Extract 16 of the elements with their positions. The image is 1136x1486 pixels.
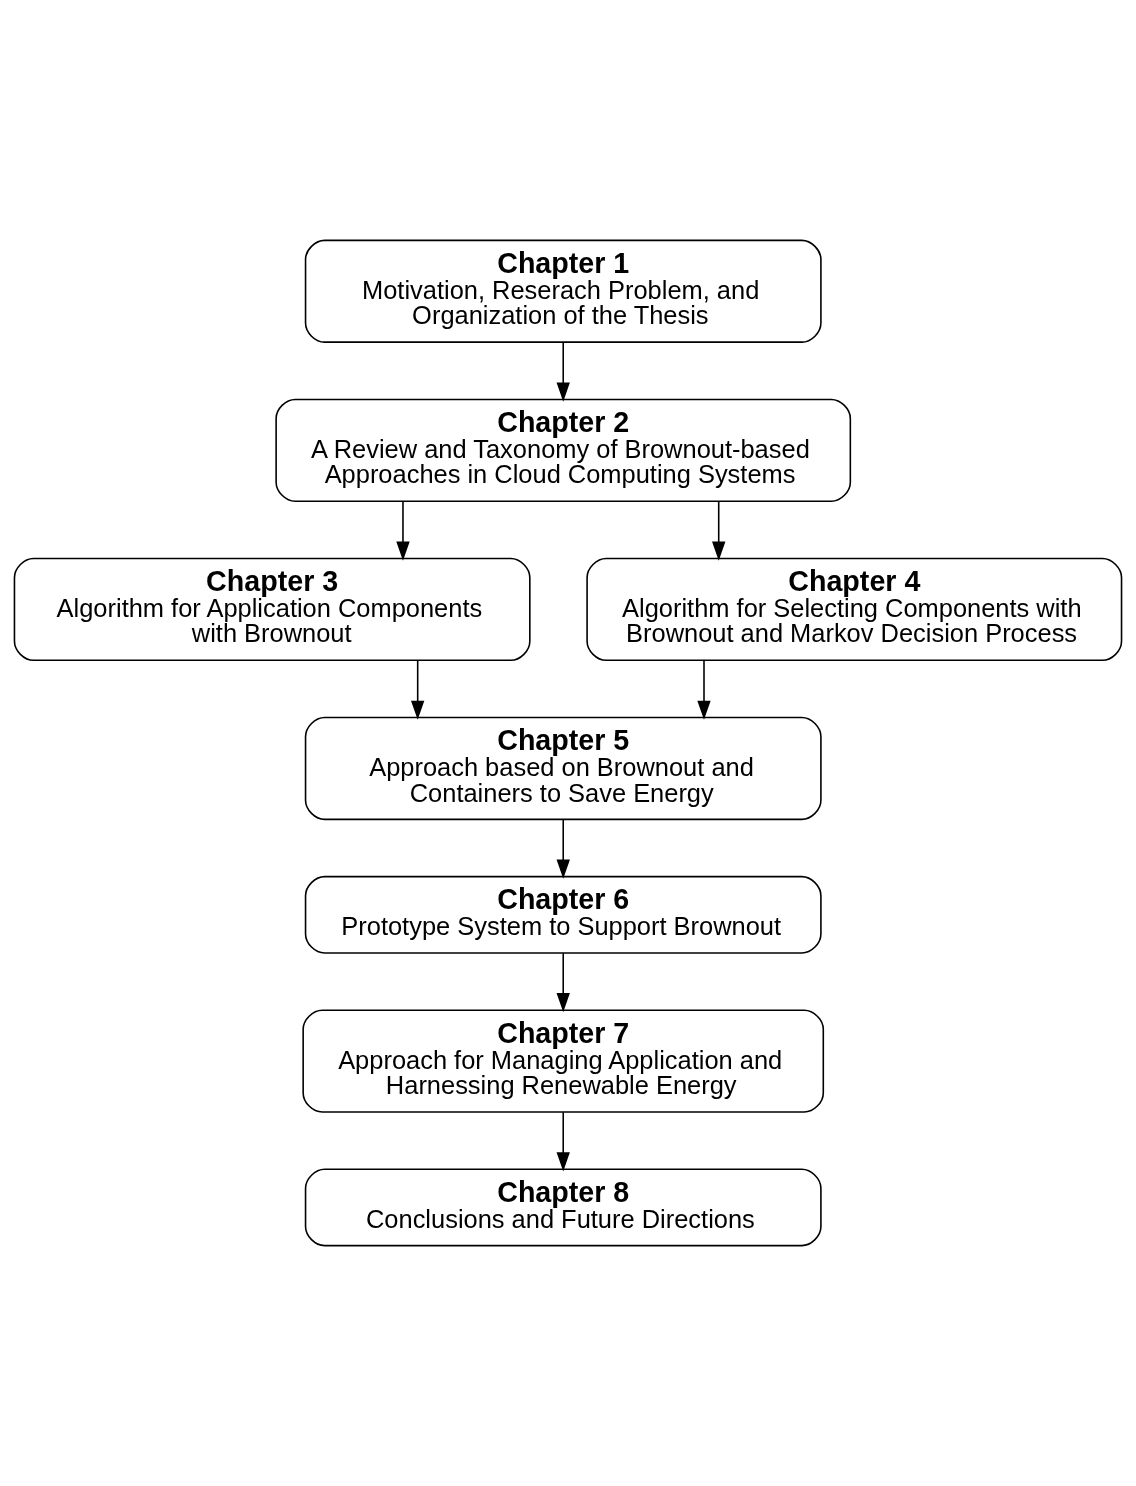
node-box: Chapter 8 Conclusions and Future Directions xyxy=(304,1168,822,1247)
node-box: Chapter 5 Approach based on Brownout and Containers to Save Energy xyxy=(304,716,822,821)
node-box: Chapter 7 Approach for Managing Application and Harnessing Renewable Energy xyxy=(302,1009,825,1113)
node-box: Chapter 3 Algorithm for Application Components with Brownout xyxy=(13,557,531,662)
arrow xyxy=(697,659,711,720)
node-box: Chapter 1 Motivation, Reserach Problem, and Organization of the Thesis xyxy=(304,239,822,343)
arrow xyxy=(556,1111,570,1172)
arrow xyxy=(396,500,410,561)
node-box: Chapter 4 Algorithm for Selecting Components with Brownout and Markov Decision Process xyxy=(586,557,1123,662)
arrow xyxy=(556,818,570,879)
node-box: Chapter 6 Prototype System to Support Brownout xyxy=(304,875,822,954)
arrow xyxy=(556,952,570,1013)
node-box: Chapter 2 A Review and Taxonomy of Brownout-based Approaches in Cloud Computing Systems xyxy=(275,398,852,502)
arrow xyxy=(712,500,726,561)
arrow xyxy=(411,659,425,720)
arrow xyxy=(556,341,570,402)
